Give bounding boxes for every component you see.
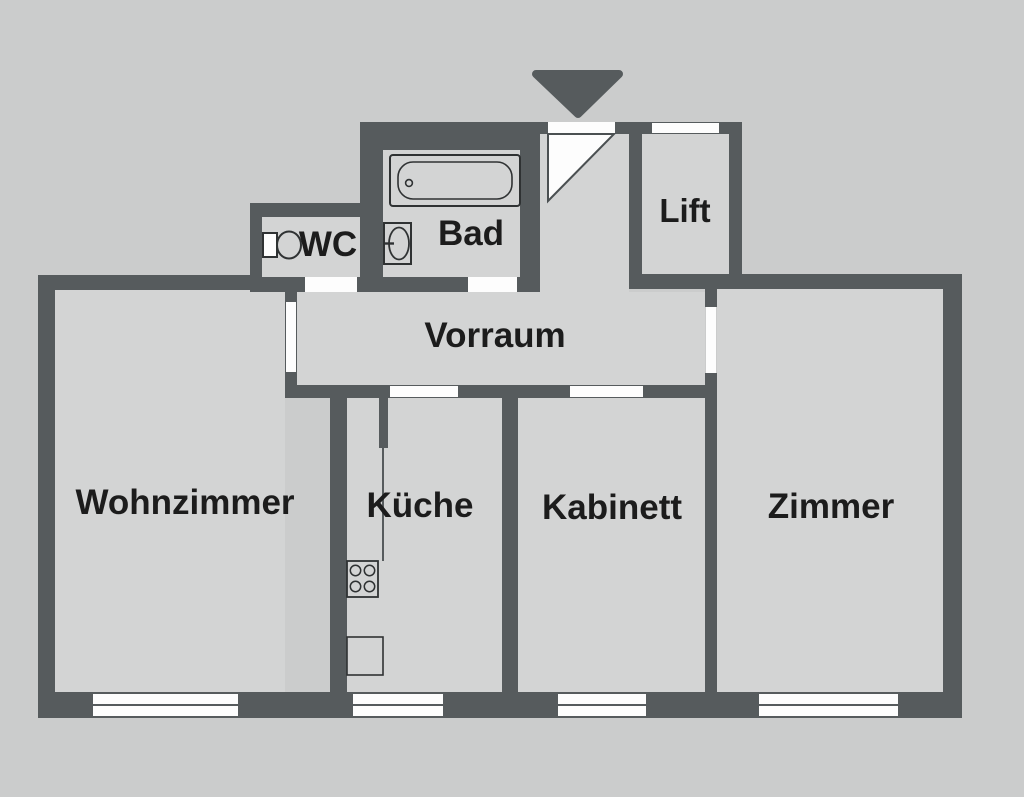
window-glass-line	[759, 704, 898, 706]
door-wc	[305, 277, 357, 292]
entrance-arrow-icon	[532, 70, 623, 118]
door-lift	[652, 123, 719, 133]
wall-kabinett-zimmer	[705, 373, 717, 692]
window-kabinett	[557, 693, 647, 717]
label-lift: Lift	[659, 192, 711, 229]
wall-bad-right	[520, 122, 540, 292]
kitchen-counter-stub	[379, 397, 388, 448]
room-vorraum	[297, 292, 705, 385]
label-kabinett: Kabinett	[542, 488, 682, 527]
wall-lift-bottom	[629, 274, 962, 289]
window-glass-line	[353, 704, 443, 706]
room-lift	[642, 134, 729, 274]
wall-kueche-kabinett	[502, 385, 518, 692]
door-bad	[468, 277, 517, 292]
label-kueche: Küche	[366, 486, 474, 525]
room-kueche	[347, 398, 502, 692]
wall-outer-left	[38, 275, 55, 718]
room-wohnzimmer	[55, 290, 285, 692]
window-glass-line	[558, 704, 646, 706]
wall-lift-right	[729, 122, 742, 289]
door-zimmer	[706, 307, 716, 373]
wall-bad-top	[360, 122, 540, 150]
window-zimmer	[758, 693, 899, 717]
window-glass-line	[93, 704, 238, 706]
label-vorraum: Vorraum	[424, 316, 566, 355]
room-zimmer	[717, 289, 943, 692]
wall-lift-left	[629, 122, 642, 289]
wall-wohnzimmer-top	[38, 275, 262, 290]
door-kabinett	[570, 386, 643, 397]
wall-bad-left	[360, 122, 383, 292]
wall-outer-right	[943, 274, 962, 718]
label-wc: WC	[298, 225, 358, 264]
door-wohnzimmer	[286, 302, 296, 372]
kitchen-counter-edge	[382, 448, 384, 561]
wall-wc-top	[250, 203, 383, 217]
room-kabinett	[518, 398, 705, 692]
label-wohnzimmer: Wohnzimmer	[75, 483, 295, 522]
wall-vorraum-right-stub	[705, 289, 717, 307]
door-kueche	[390, 386, 458, 397]
wall-entry-top-left	[540, 122, 548, 134]
wall-vorraum-bottom	[285, 385, 717, 398]
label-bad: Bad	[437, 214, 505, 253]
window-wohnzimmer	[92, 693, 239, 717]
wall-wohnzimmer-kueche	[330, 385, 347, 692]
entry-corridor	[540, 134, 629, 292]
label-zimmer: Zimmer	[767, 487, 895, 526]
door-entrance-gap	[548, 122, 615, 134]
wall-wc-left	[250, 203, 262, 290]
window-kueche	[352, 693, 444, 717]
